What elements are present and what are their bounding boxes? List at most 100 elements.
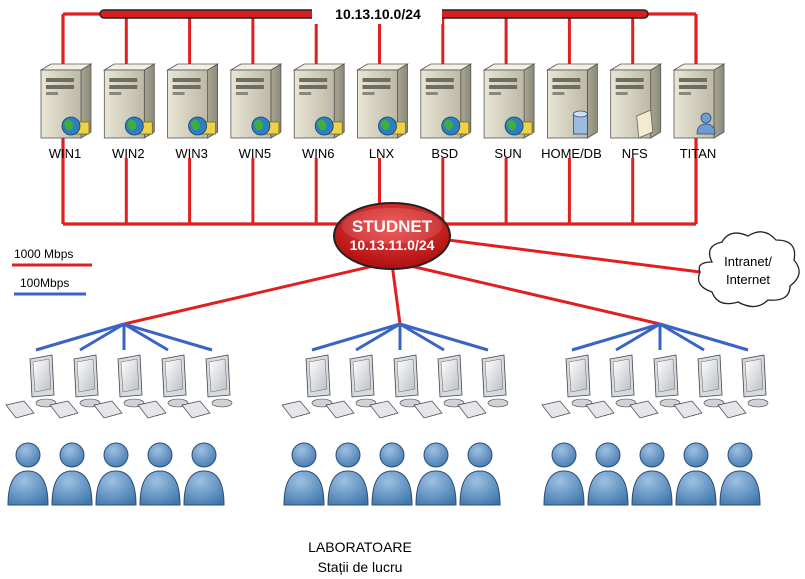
workstation — [717, 354, 769, 419]
server-label: TITAN — [680, 146, 717, 161]
server-label: SUN — [494, 146, 521, 161]
workstation-link — [311, 322, 401, 352]
footer-subtitle: Stații de lucru — [318, 559, 403, 575]
hub-subnet: 10.13.11.0/24 — [350, 237, 435, 253]
user-icon — [7, 442, 49, 506]
workstation — [457, 354, 509, 419]
keyboard-icon — [457, 400, 487, 419]
keyboard-icon — [281, 400, 311, 419]
workstation — [181, 354, 233, 419]
lab-uplink — [390, 263, 402, 325]
server-label: LNX — [369, 146, 395, 161]
user-icon — [696, 112, 716, 135]
legend-gigabit-label: 1000 Mbps — [14, 247, 73, 261]
keyboard-icon — [93, 400, 123, 419]
server-label: WIN6 — [302, 146, 335, 161]
workstation — [541, 354, 593, 419]
globe-icon — [251, 116, 280, 136]
workstation-link — [123, 322, 169, 352]
server-win1: WIN1 — [39, 63, 93, 161]
lab-uplink — [401, 262, 661, 326]
server-lnx: LNX — [356, 63, 409, 161]
user-icon — [631, 442, 673, 506]
globe-icon — [314, 116, 343, 136]
server-nfs: NFS — [609, 63, 663, 161]
workstation — [585, 354, 637, 419]
server-label: WIN2 — [112, 146, 145, 161]
legend: 1000 Mbps 100Mbps — [12, 247, 92, 296]
keyboard-icon — [137, 400, 167, 419]
user-icon — [415, 442, 457, 506]
lab-1 — [5, 354, 233, 506]
workstation — [673, 354, 725, 419]
server-label: NFS — [622, 146, 648, 161]
user-icon — [327, 442, 369, 506]
legend-fast-label: 100Mbps — [20, 276, 69, 290]
user-icon — [719, 442, 761, 506]
workstation-link — [615, 322, 661, 352]
footer-title: LABORATOARE — [308, 539, 412, 555]
workstation-link — [35, 322, 125, 352]
server-sun: SUN — [482, 63, 536, 161]
keyboard-icon — [717, 400, 747, 419]
workstation-link — [399, 322, 445, 352]
user-icon — [51, 442, 93, 506]
workstation — [413, 354, 465, 419]
server-label: WIN1 — [49, 146, 82, 161]
server-win3: WIN3 — [166, 63, 220, 161]
user-icon — [283, 442, 325, 506]
user-icon — [587, 442, 629, 506]
user-icon — [139, 442, 181, 506]
internet-cloud: Intranet/ Internet — [697, 231, 800, 308]
keyboard-icon — [369, 400, 399, 419]
server-win6: WIN6 — [292, 63, 346, 161]
workstation-link — [355, 322, 401, 352]
globe-icon — [441, 116, 470, 136]
backbone-segment: 10.13.10.0/24 — [99, 4, 649, 24]
server-home-db: HOME/DB — [541, 63, 602, 161]
internet-link — [447, 238, 701, 274]
database-icon — [573, 110, 588, 135]
globe-icon — [124, 116, 153, 136]
workstation — [281, 354, 333, 419]
labs-area — [5, 354, 769, 506]
keyboard-icon — [5, 400, 35, 419]
server-rack: WIN1 WIN2 WIN3 WIN5 WIN6 LNX BSD SUN HOME/DB NFS T… — [39, 63, 726, 161]
keyboard-icon — [629, 400, 659, 419]
globe-icon — [61, 116, 90, 136]
server-win5: WIN5 — [229, 63, 283, 161]
workstation — [93, 354, 145, 419]
keyboard-icon — [49, 400, 79, 419]
user-icon — [459, 442, 501, 506]
keyboard-icon — [673, 400, 703, 419]
keyboard-icon — [585, 400, 615, 419]
globe-icon — [504, 116, 533, 136]
user-icon — [543, 442, 585, 506]
server-label: WIN3 — [175, 146, 208, 161]
server-label: WIN5 — [239, 146, 272, 161]
user-icon — [183, 442, 225, 506]
workstation-link — [79, 322, 125, 352]
user-icon — [95, 442, 137, 506]
server-bsd: BSD — [419, 63, 473, 161]
studnet-hub: STUDNET 10.13.11.0/24 — [333, 202, 451, 270]
workstation-link — [659, 322, 749, 352]
globe-icon — [378, 116, 406, 136]
workstation — [137, 354, 189, 419]
cloud-line-1: Intranet/ — [724, 254, 772, 269]
workstation — [369, 354, 421, 419]
workstation — [325, 354, 377, 419]
server-label: HOME/DB — [541, 146, 602, 161]
keyboard-icon — [181, 400, 211, 419]
folder-icon — [636, 109, 654, 139]
backbone-subnet-label: 10.13.10.0/24 — [335, 6, 421, 22]
server-win2: WIN2 — [102, 63, 156, 161]
server-label: BSD — [431, 146, 458, 161]
keyboard-icon — [413, 400, 443, 419]
hub-name: STUDNET — [352, 217, 433, 236]
workstation — [629, 354, 681, 419]
globe-icon — [188, 116, 217, 136]
workstation — [49, 354, 101, 419]
cloud-line-2: Internet — [726, 272, 770, 287]
